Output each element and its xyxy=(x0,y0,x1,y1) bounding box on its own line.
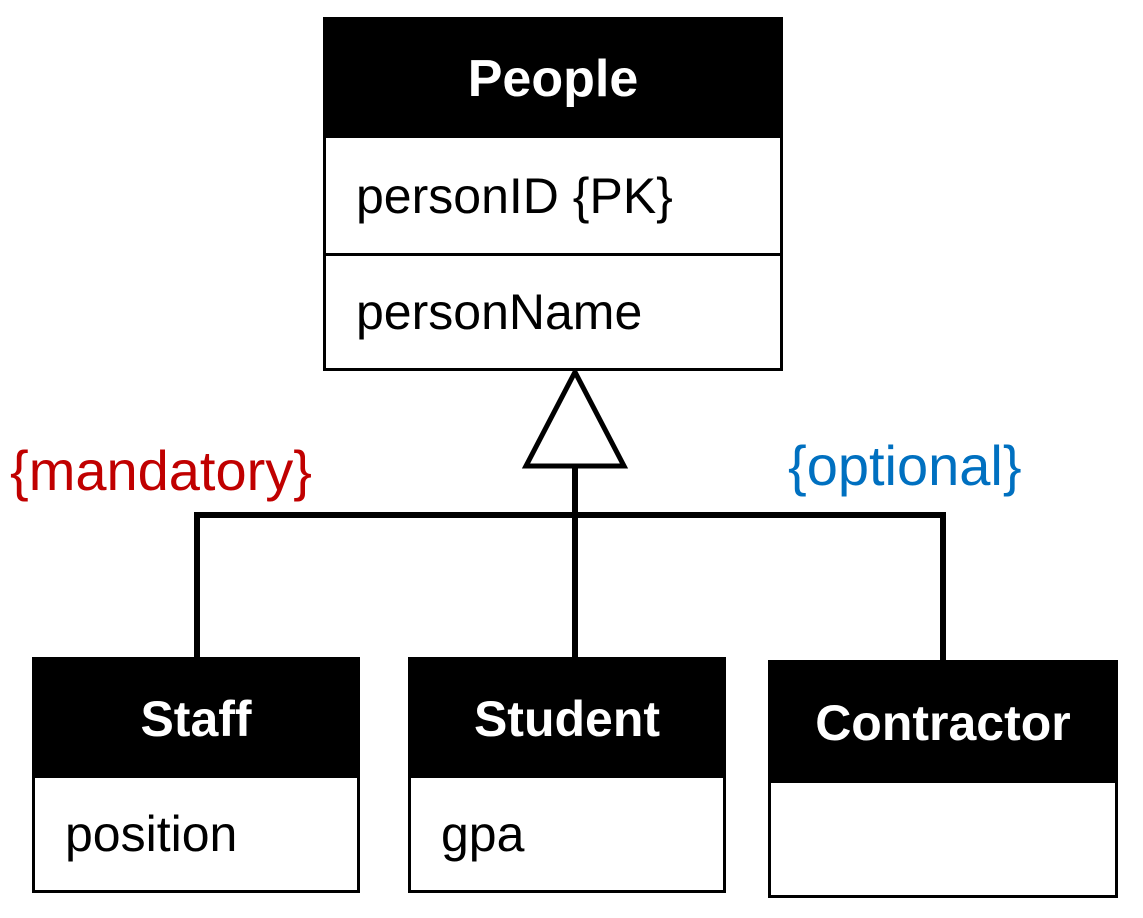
entity-staff-attr-position: position xyxy=(35,778,357,890)
entity-staff-name: Staff xyxy=(140,691,252,747)
entity-contractor: Contractor xyxy=(768,660,1118,898)
entity-people-header: People xyxy=(326,20,780,138)
entity-student-name: Student xyxy=(473,691,661,747)
entity-people-attr-personid: personID {PK} xyxy=(326,138,780,253)
entity-student: Student gpa xyxy=(408,657,726,893)
attribute-label: position xyxy=(65,806,238,862)
entity-staff: Staff position xyxy=(32,657,360,893)
entity-student-header: Student xyxy=(411,660,723,778)
attribute-label: personName xyxy=(356,284,643,340)
constraint-optional-label: {optional} xyxy=(788,434,1022,497)
entity-contractor-header: Contractor xyxy=(771,663,1115,783)
generalization-triangle-icon xyxy=(521,366,629,469)
attribute-label: gpa xyxy=(441,806,525,862)
constraint-mandatory-label: {mandatory} xyxy=(10,439,312,502)
entity-student-attr-gpa: gpa xyxy=(411,778,723,890)
entity-contractor-attr-empty xyxy=(771,783,1115,895)
attribute-label: personID {PK} xyxy=(356,167,673,224)
entity-staff-header: Staff xyxy=(35,660,357,778)
entity-people-name: People xyxy=(467,50,639,108)
entity-people-attr-personname: personName xyxy=(326,253,780,368)
entity-contractor-name: Contractor xyxy=(815,695,1071,751)
entity-people: People personID {PK} personName xyxy=(323,17,783,371)
